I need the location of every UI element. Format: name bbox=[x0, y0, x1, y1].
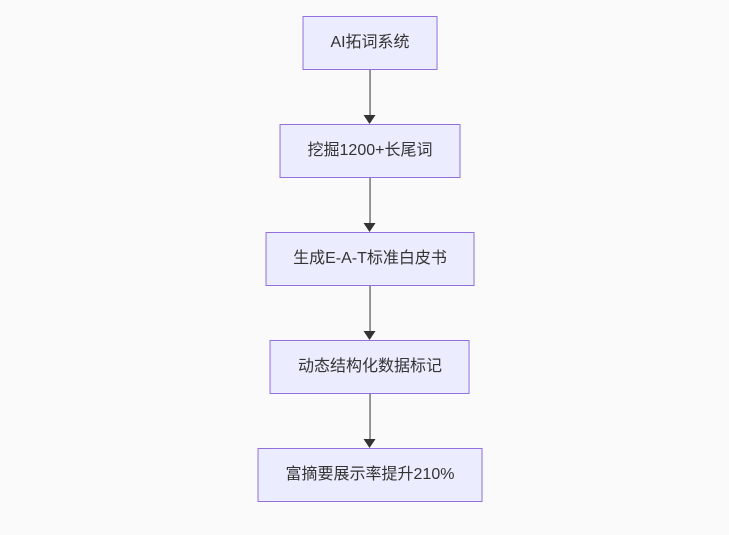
flowchart-arrow bbox=[364, 178, 376, 232]
arrow-line bbox=[369, 178, 371, 224]
arrow-line bbox=[369, 70, 371, 116]
arrowhead-icon bbox=[364, 331, 376, 340]
flowchart-node: 富摘要展示率提升210% bbox=[257, 448, 483, 502]
flowchart-node: AI拓词系统 bbox=[302, 16, 438, 70]
arrowhead-icon bbox=[364, 439, 376, 448]
flowchart-node: 挖掘1200+长尾词 bbox=[279, 124, 461, 178]
flowchart-arrow bbox=[364, 394, 376, 448]
flowchart-node-label: AI拓词系统 bbox=[330, 34, 410, 51]
flowchart: AI拓词系统 挖掘1200+长尾词 生成E-A-T标准白皮书 动态结构化数据标记… bbox=[257, 16, 483, 502]
flowchart-node-label: 富摘要展示率提升210% bbox=[285, 466, 455, 483]
flowchart-node: 生成E-A-T标准白皮书 bbox=[265, 232, 475, 286]
flowchart-node: 动态结构化数据标记 bbox=[269, 340, 470, 394]
arrow-line bbox=[369, 286, 371, 332]
flowchart-node-label: 挖掘1200+长尾词 bbox=[307, 142, 433, 159]
flowchart-node-label: 动态结构化数据标记 bbox=[297, 358, 442, 375]
arrow-line bbox=[369, 394, 371, 440]
flowchart-node-label: 生成E-A-T标准白皮书 bbox=[293, 250, 447, 267]
flowchart-arrow bbox=[364, 70, 376, 124]
arrowhead-icon bbox=[364, 223, 376, 232]
flowchart-arrow bbox=[364, 286, 376, 340]
arrowhead-icon bbox=[364, 115, 376, 124]
